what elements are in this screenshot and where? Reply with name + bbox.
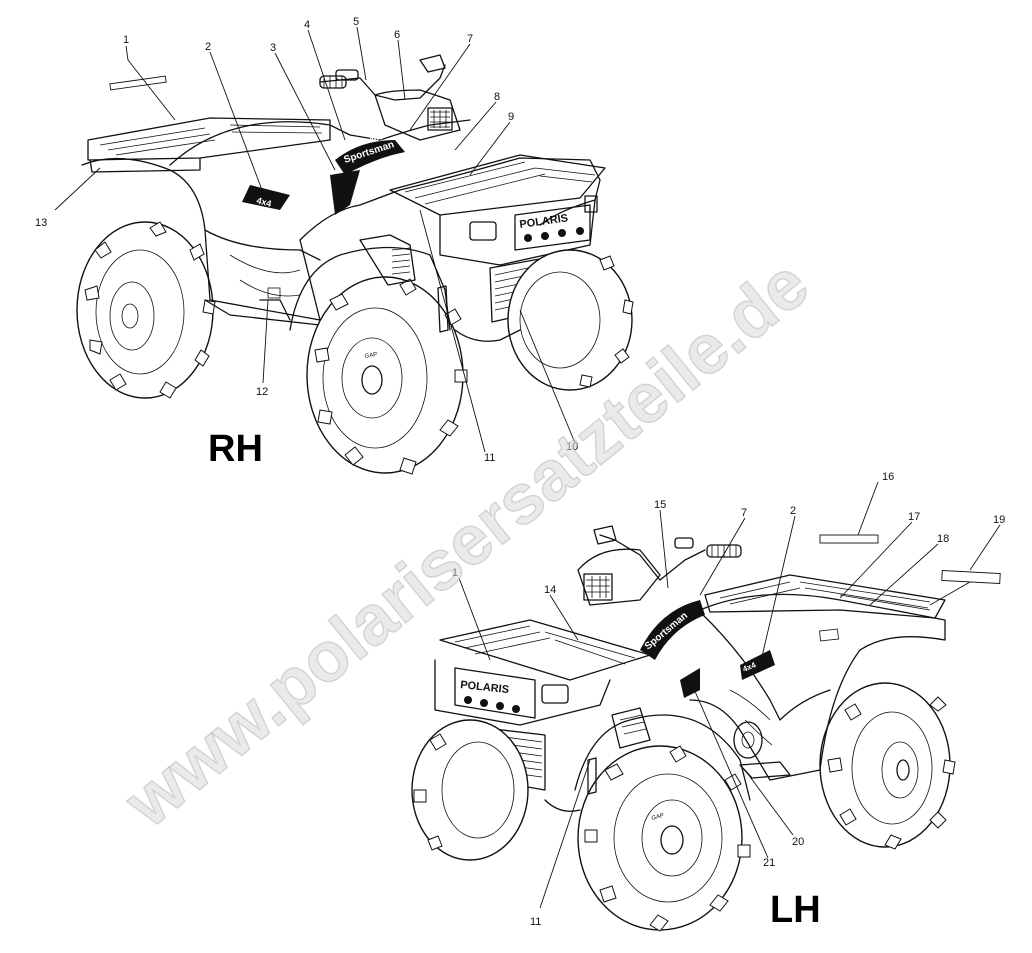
lh-rear-rack	[704, 574, 946, 619]
lh-front-far-wheel	[411, 719, 529, 861]
callout-lh-18: 18	[937, 533, 949, 545]
rh-callout-lines	[54, 26, 576, 453]
callout-rh-3: 3	[270, 42, 276, 54]
atv-lh-illustration: Sportsman 400 4x4 POLARIS	[411, 525, 956, 932]
callout-rh-4: 4	[304, 19, 310, 31]
callout-rh-5: 5	[353, 16, 359, 28]
svg-text:POLARIS: POLARIS	[519, 212, 569, 231]
rh-callouts: 1 2 3 4 5 6 7 8 9 10 11 12 13	[35, 16, 578, 464]
rh-body	[81, 119, 601, 326]
svg-text:GAP: GAP	[364, 352, 378, 360]
callout-lh-15: 15	[654, 499, 666, 511]
rh-rear-rack	[87, 117, 331, 173]
callout-rh-10: 10	[566, 441, 578, 453]
callout-lh-21: 21	[763, 857, 775, 869]
svg-text:400: 400	[368, 131, 385, 145]
callout-lh-1: 1	[452, 567, 458, 579]
callout-rh-11: 11	[484, 452, 495, 464]
callout-lh-2: 2	[790, 505, 796, 517]
callout-rh-6: 6	[394, 29, 400, 41]
lh-callout-lines	[458, 481, 1001, 909]
rh-front-far-wheel	[507, 249, 634, 391]
callout-lh-7: 7	[741, 507, 747, 519]
atv-rh-illustration: Sportsman 400 4x4 POLARIS	[76, 54, 634, 475]
callout-rh-13: 13	[35, 217, 47, 229]
svg-text:POLARIS: POLARIS	[460, 679, 510, 696]
callout-rh-1: 1	[123, 34, 129, 46]
lh-callouts: 1 2 7 11 14 15 16 17 18 19 20 21	[452, 471, 1005, 928]
rh-front-rack	[389, 154, 606, 216]
svg-text:GAP: GAP	[651, 813, 665, 822]
rh-handlebar	[319, 54, 461, 141]
callout-lh-14: 14	[544, 584, 556, 596]
rh-tank-decal: Sportsman 400 4x4	[242, 131, 405, 215]
rh-front-fender	[289, 234, 521, 342]
callout-rh-7: 7	[467, 33, 473, 45]
lh-body	[689, 593, 946, 781]
lh-front-bumper: POLARIS	[434, 659, 611, 726]
callout-lh-19: 19	[993, 514, 1005, 526]
lh-front-fender	[544, 707, 751, 812]
callout-rh-8: 8	[494, 91, 500, 103]
svg-text:400: 400	[645, 607, 663, 624]
callout-lh-16: 16	[882, 471, 894, 483]
lh-rear-wheel	[819, 682, 956, 850]
label-rh: RH	[208, 428, 263, 470]
callout-lh-20: 20	[792, 836, 804, 848]
lh-front-near-wheel: GAP	[577, 745, 751, 932]
callout-rh-2: 2	[205, 41, 211, 53]
lh-handlebar	[577, 525, 742, 606]
rh-front-near-wheel: GAP	[306, 276, 468, 475]
callout-rh-9: 9	[508, 111, 514, 123]
callout-lh-17: 17	[908, 511, 920, 523]
callout-lh-11: 11	[530, 916, 541, 928]
lh-front-rack	[439, 619, 651, 681]
svg-text:4x4: 4x4	[255, 195, 272, 209]
callout-rh-12: 12	[256, 386, 268, 398]
lh-tank-decal: Sportsman 400 4x4	[640, 600, 775, 698]
label-lh: LH	[770, 889, 821, 931]
rh-rear-wheel	[76, 221, 216, 399]
